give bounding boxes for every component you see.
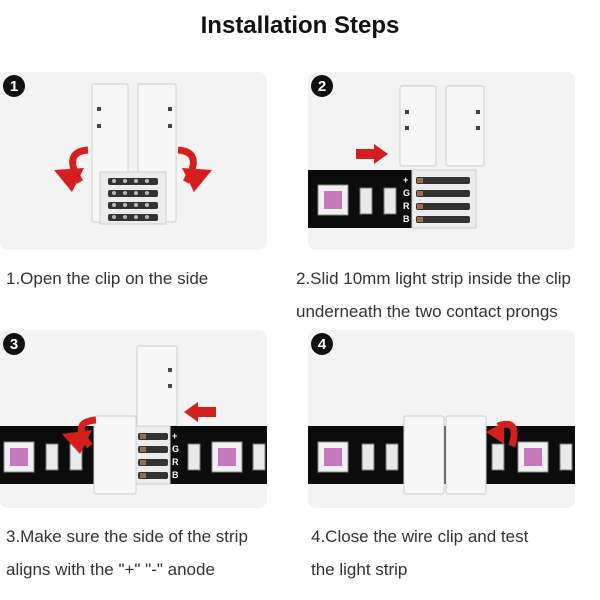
step-1-panel: 1 (0, 72, 267, 250)
step-number-badge: 4 (311, 333, 333, 355)
step-number-badge: 1 (3, 75, 25, 97)
step-1-illustration (54, 83, 212, 225)
strip-pin-label: B (172, 470, 179, 480)
rotate-arrow-icon (177, 146, 212, 192)
step-2-illustration: + G R B (308, 85, 485, 229)
step-3-illustration: + G R B (0, 345, 267, 495)
strip-pin-label: + (403, 175, 408, 185)
step-number-badge: 2 (311, 75, 333, 97)
rotate-arrow-icon (54, 146, 89, 192)
strip-pin-label: B (403, 214, 410, 224)
rotate-arrow-icon (62, 416, 97, 454)
step-2-caption-line2: underneath the two contact prongs (296, 302, 558, 321)
page-title: Installation Steps (200, 12, 400, 39)
step-4-illustration (308, 415, 575, 495)
step-4-panel: 4 (308, 330, 575, 508)
step-4-caption: 4.Close the wire clip and test (311, 527, 529, 546)
step-2-caption: 2.Slid 10mm light strip inside the clip (296, 269, 571, 288)
step-3-panel: + G R B 3 (0, 330, 267, 508)
push-arrow-icon (184, 402, 216, 422)
step-3-caption-line2: aligns with the "+" "-" anode (6, 560, 215, 579)
step-1-caption: 1.Open the clip on the side (6, 269, 209, 288)
step-number-badge: 3 (3, 333, 25, 355)
strip-pin-label: G (403, 188, 410, 198)
strip-pin-label: R (172, 457, 179, 467)
strip-pin-label: + (172, 431, 177, 441)
push-arrow-icon (356, 144, 388, 164)
step-4-caption-line2: the light strip (311, 560, 408, 579)
rotate-arrow-icon (486, 420, 518, 447)
step-3-caption: 3.Make sure the side of the strip (6, 527, 248, 546)
strip-pin-label: G (172, 444, 179, 454)
strip-pin-label: R (403, 201, 410, 211)
step-2-panel: + G R B 2 (308, 72, 575, 250)
